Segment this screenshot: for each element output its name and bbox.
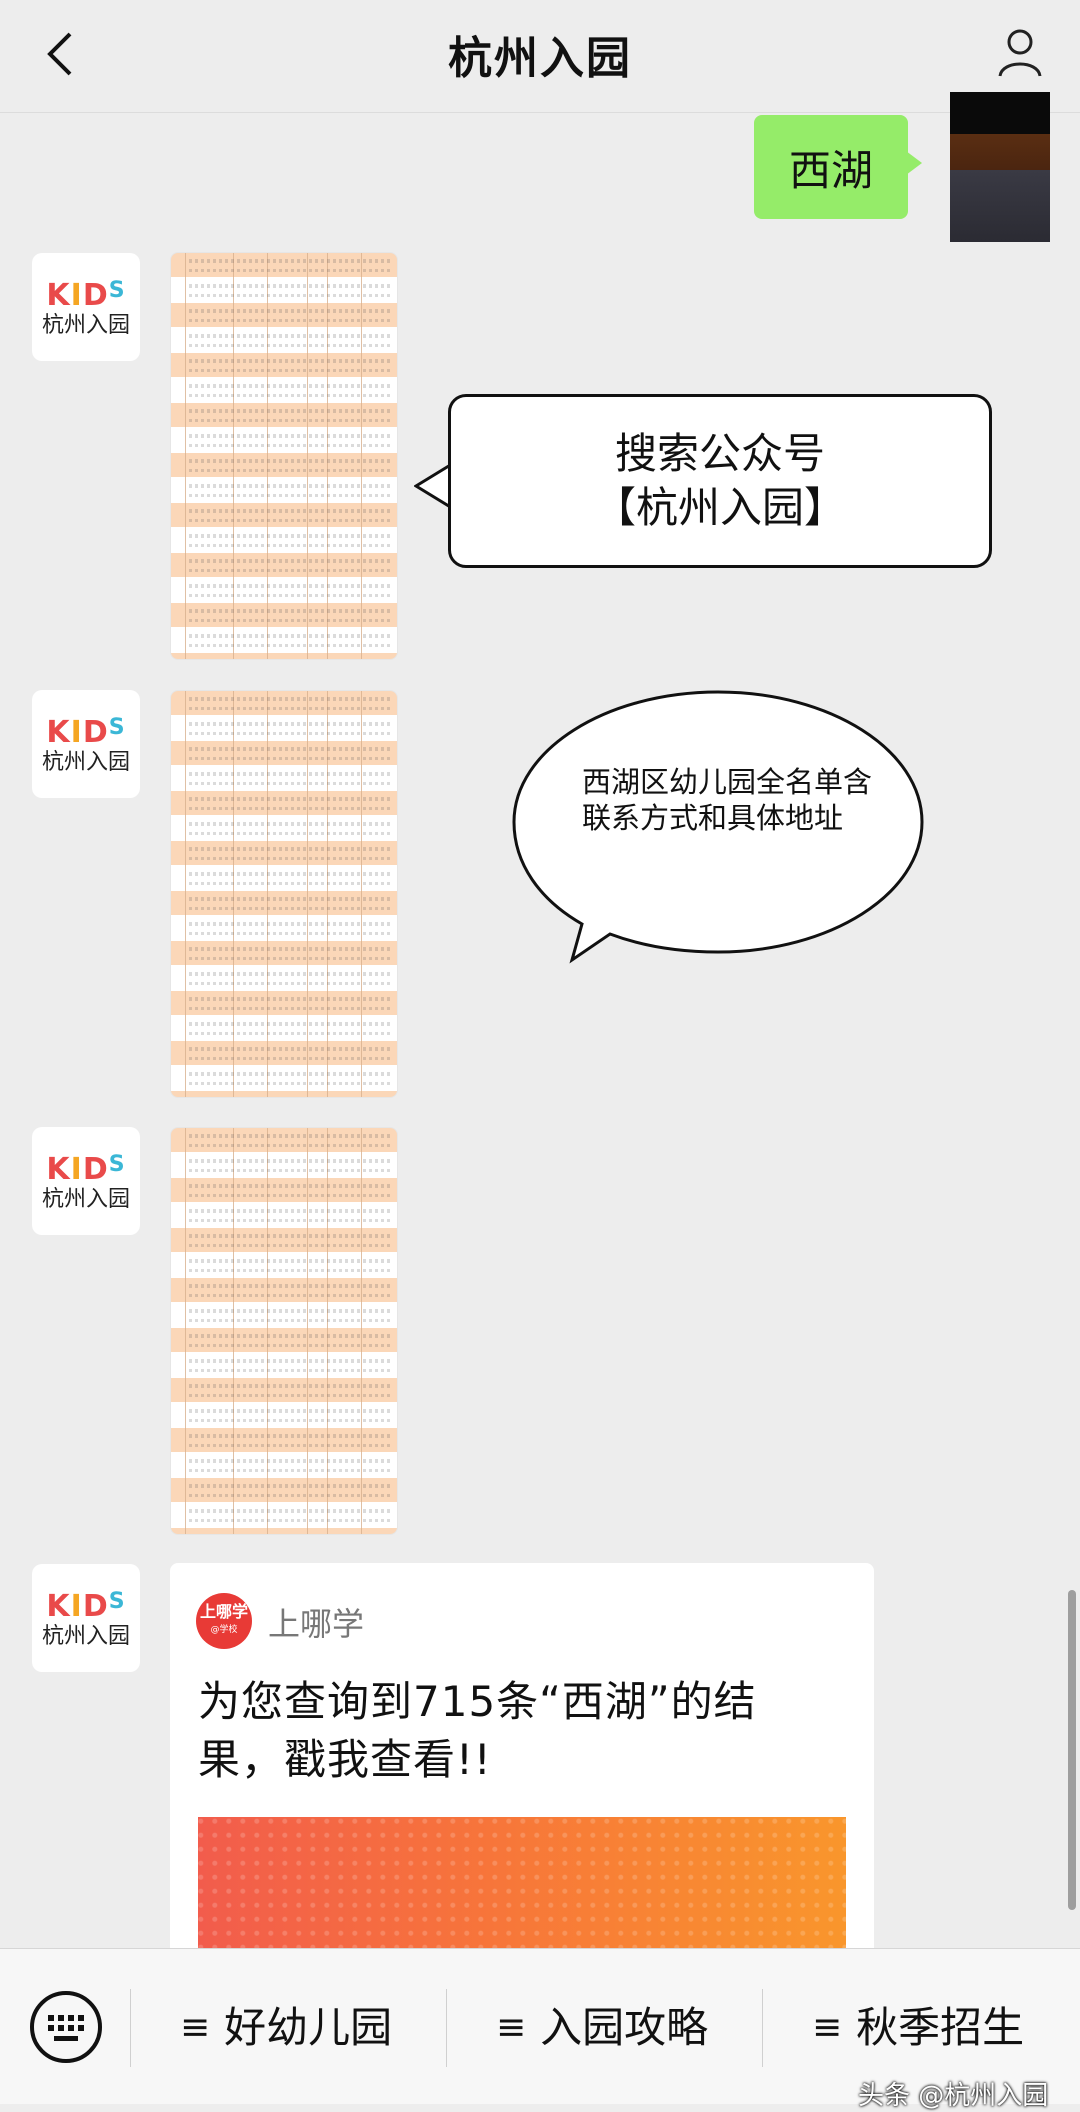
callout-line-1: 搜索公众号 xyxy=(614,429,825,478)
watermark: 头条 @杭州入园 xyxy=(858,2081,1049,2111)
speech-oval xyxy=(512,690,924,964)
search-callout: 搜索公众号 【杭州入园】 xyxy=(448,394,992,568)
avatar-name: 杭州入园 xyxy=(41,1623,130,1649)
menu-item-good-kindergarten[interactable]: ≡ 好幼儿园 xyxy=(180,1993,392,2063)
kids-logo: KIDS xyxy=(46,1151,126,1187)
menu-lines-icon: ≡ xyxy=(812,2007,843,2048)
callout-line-2: 【杭州入园】 xyxy=(593,483,846,532)
profile-button[interactable] xyxy=(988,20,1052,84)
keyboard-icon xyxy=(30,1991,102,2063)
kids-logo: KIDS xyxy=(46,277,126,313)
avatar[interactable]: KIDS 杭州入园 xyxy=(32,690,140,798)
back-button[interactable] xyxy=(28,22,92,86)
menu-item-label: 好幼儿园 xyxy=(224,2003,393,2052)
keyboard-toggle-button[interactable] xyxy=(28,1989,104,2065)
menu-bar: ≡ 好幼儿园 ≡ 入园攻略 ≡ 秋季招生 xyxy=(0,1948,1080,2104)
avatar-name: 杭州入园 xyxy=(41,312,130,338)
card-banner-image xyxy=(198,1817,846,1963)
spreadsheet-image[interactable] xyxy=(170,252,398,660)
oval-callout-text: 西湖区幼儿园全名单含联系方式和具体地址 xyxy=(582,765,873,835)
avatar[interactable]: KIDS 杭州入园 xyxy=(32,1127,140,1235)
link-card[interactable]: 上哪学 @学校 上哪学 为您查询到715条“西湖”的结果，戳我查看!! xyxy=(170,1563,874,1963)
kids-logo: KIDS xyxy=(46,714,126,750)
menu-item-label: 秋季招生 xyxy=(856,2003,1025,2052)
spreadsheet-image[interactable] xyxy=(170,690,398,1098)
chat-title: 杭州入园 xyxy=(448,33,632,84)
chevron-left-icon xyxy=(47,32,72,76)
card-source-name: 上哪学 xyxy=(268,1605,365,1643)
menu-lines-icon: ≡ xyxy=(496,2007,527,2048)
outgoing-message[interactable]: 西湖 xyxy=(754,115,922,219)
kids-logo: KIDS xyxy=(46,1588,126,1624)
avatar[interactable]: KIDS 杭州入园 xyxy=(32,253,140,361)
outgoing-message-text: 西湖 xyxy=(788,145,873,195)
menu-item-admission-guide[interactable]: ≡ 入园攻略 xyxy=(496,1993,708,2063)
my-avatar[interactable] xyxy=(950,92,1050,242)
person-icon xyxy=(998,29,1042,77)
avatar[interactable]: KIDS 杭州入园 xyxy=(32,1564,140,1672)
card-title: 为您查询到715条“西湖”的结果，戳我查看!! xyxy=(198,1677,757,1784)
menu-item-label: 入园攻略 xyxy=(540,2003,709,2052)
avatar-name: 杭州入园 xyxy=(41,1186,130,1212)
chat-header: 杭州入园 xyxy=(0,0,1080,113)
spreadsheet-image[interactable] xyxy=(170,1127,398,1535)
menu-item-autumn-enrollment[interactable]: ≡ 秋季招生 xyxy=(812,1993,1024,2063)
source-logo: 上哪学 @学校 xyxy=(196,1593,252,1649)
menu-lines-icon: ≡ xyxy=(180,2007,211,2048)
scrollbar[interactable] xyxy=(1068,1590,1076,1910)
avatar-name: 杭州入园 xyxy=(41,749,130,775)
